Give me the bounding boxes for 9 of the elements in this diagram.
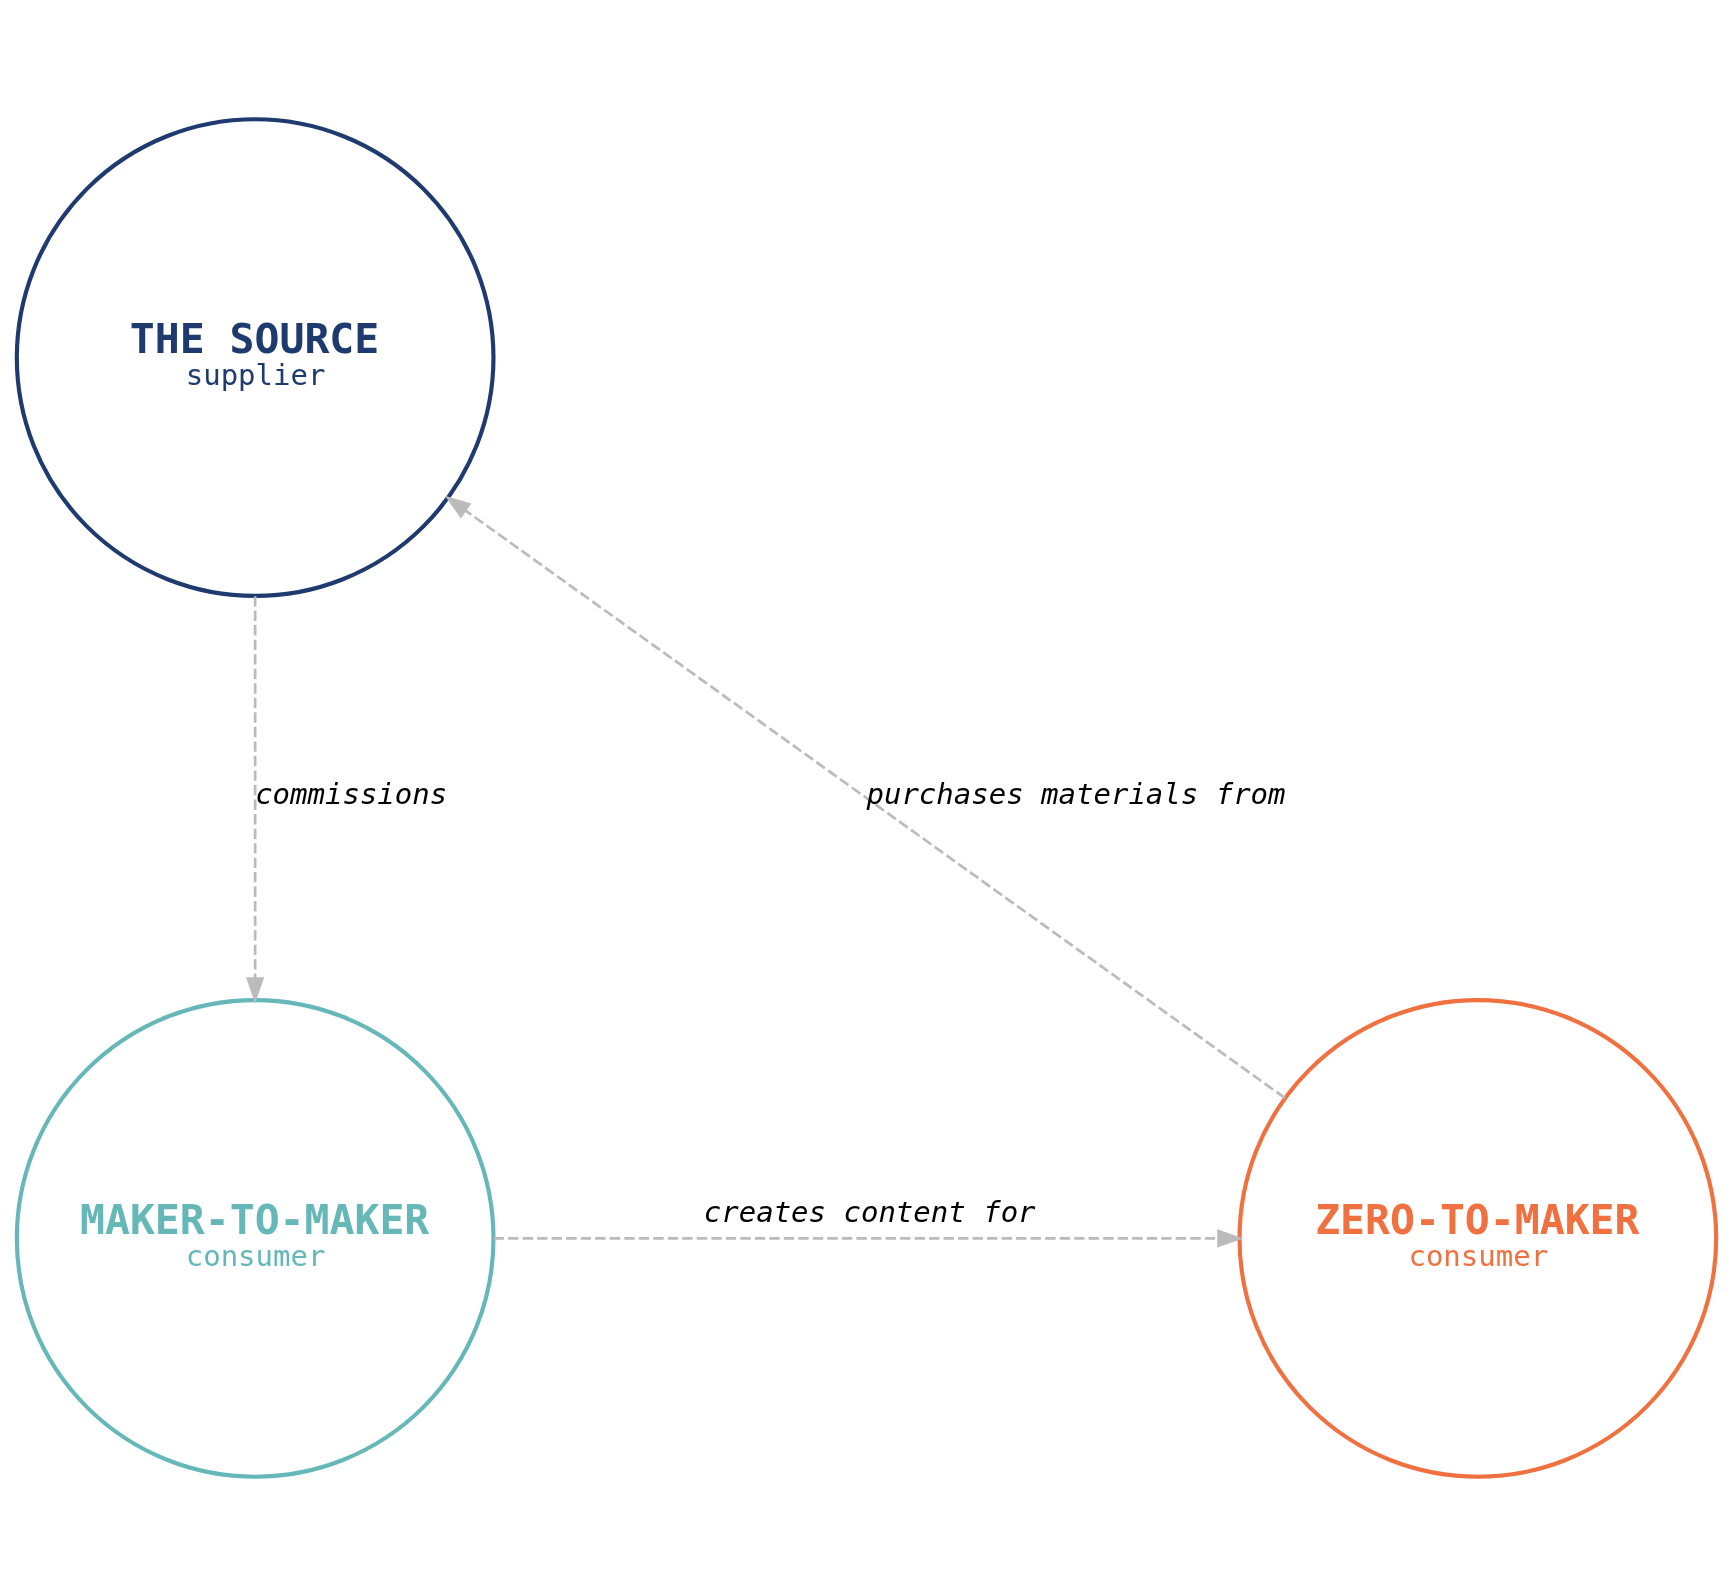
arrow — [246, 596, 265, 1004]
edge-label: purchases materials from — [866, 776, 1286, 811]
arrow — [493, 1229, 1244, 1248]
node-circle: THE SOURCE supplier — [14, 117, 496, 598]
node-circle: MAKER-TO-MAKER consumer — [14, 998, 496, 1479]
edge-label: commissions — [255, 776, 448, 811]
edge-label: creates content for — [703, 1195, 1036, 1230]
node-circle: ZERO-TO-MAKER consumer — [1237, 998, 1719, 1479]
arrow — [444, 495, 1286, 1099]
